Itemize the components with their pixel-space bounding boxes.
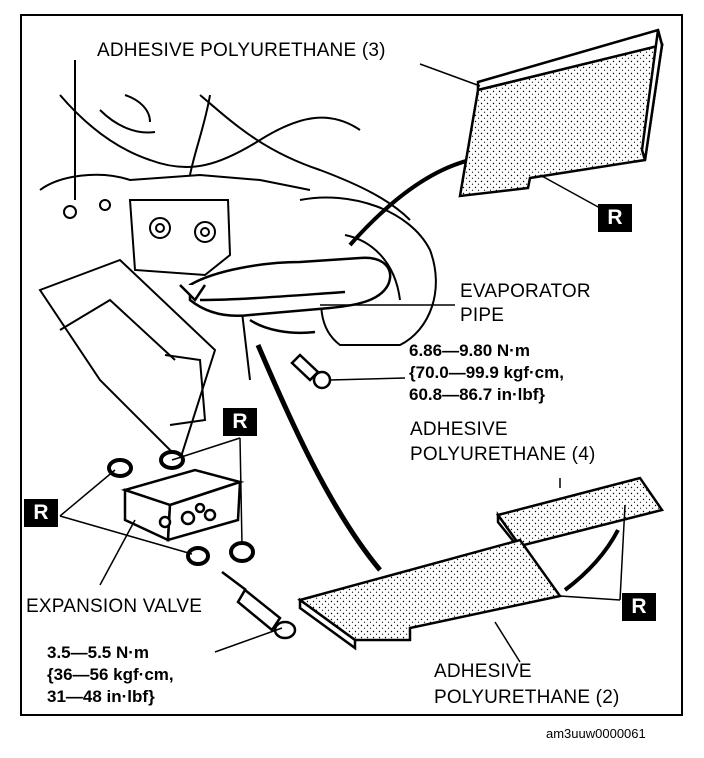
- torque-evaporator-line3: 60.8—86.7 in·lbf}: [409, 385, 546, 404]
- evaporator-pipe: [179, 256, 392, 335]
- label-evaporator-pipe-line2: PIPE: [460, 305, 505, 326]
- label-adhesive-polyurethane-4-line2: POLYURETHANE (4): [410, 444, 596, 465]
- o-rings: [107, 450, 255, 566]
- replace-mark-pads-2-4: R: [622, 593, 656, 621]
- torque-evaporator-line2: {70.0—99.9 kgf·cm,: [409, 363, 564, 382]
- label-adhesive-polyurethane-2-line2: POLYURETHANE (2): [434, 687, 620, 708]
- adhesive-pad-3: [458, 28, 664, 198]
- torque-valve-line2: {36—56 kgf·cm,: [47, 665, 174, 684]
- leader-lines: [59, 63, 626, 663]
- label-expansion-valve: EXPANSION VALVE: [26, 596, 203, 617]
- figure-frame: [20, 14, 683, 716]
- figure-code: am3uuw0000061: [546, 726, 646, 741]
- expansion-valve-block: [120, 468, 245, 542]
- torque-evaporator-line1: 6.86—9.80 N·m: [409, 341, 530, 360]
- torque-valve-line1: 3.5—5.5 N·m: [47, 643, 150, 662]
- fastener-details: [63, 199, 216, 243]
- indicator-curves: [255, 158, 620, 592]
- torque-valve-line3: 31—48 in·lbf}: [47, 687, 155, 706]
- label-adhesive-polyurethane-4-line1: ADHESIVE: [410, 419, 508, 440]
- valve-bolt: [221, 571, 297, 640]
- adhesive-pad-2: [297, 538, 563, 651]
- label-adhesive-polyurethane-2-line1: ADHESIVE: [434, 661, 532, 682]
- replace-mark-o-rings-top: R: [223, 408, 257, 436]
- replace-mark-pad-3: R: [598, 204, 632, 232]
- label-adhesive-polyurethane-3: ADHESIVE POLYURETHANE (3): [97, 40, 386, 61]
- label-evaporator-pipe-line1: EVAPORATOR: [460, 281, 591, 302]
- replace-mark-o-rings-left: R: [24, 499, 58, 527]
- engine-bay-outline: [38, 60, 437, 462]
